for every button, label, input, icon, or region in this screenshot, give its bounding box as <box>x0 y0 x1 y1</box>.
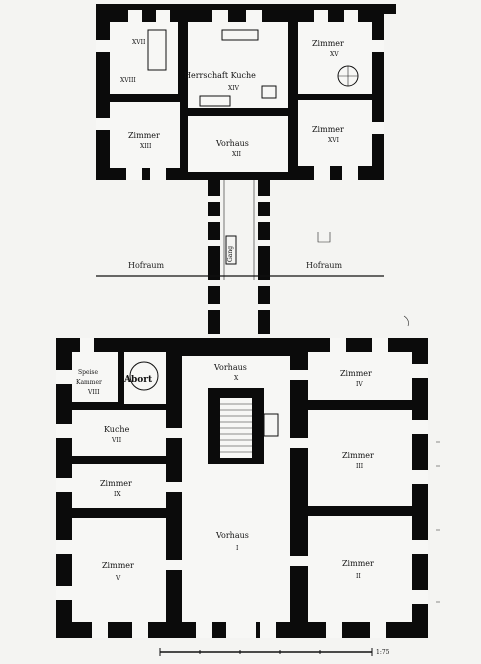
label-room-xvi-number: XVI <box>328 137 340 144</box>
room-kitchen-vii <box>72 410 166 456</box>
label-vorhaus-xii-number: XII <box>232 151 242 158</box>
label-gang: Gang <box>227 246 234 262</box>
label-room-ix: Zimmer <box>100 479 132 488</box>
label-vorhaus-x-number: X <box>234 375 239 382</box>
room-vorhaus-i <box>182 462 290 622</box>
room-iii <box>308 410 412 506</box>
room-iv <box>308 352 412 400</box>
label-abort: Abort <box>123 375 153 385</box>
room-xiii <box>110 102 180 168</box>
room-v <box>72 518 166 622</box>
rear-wing-top-wall <box>96 4 396 14</box>
room-speise <box>72 352 118 402</box>
label-courtyard-left: Hofraum <box>128 261 165 270</box>
courtyard: Hofraum Hofraum <box>96 232 384 277</box>
label-room-iv: Zimmer <box>340 369 372 378</box>
room-xvi <box>298 100 372 166</box>
stair-treads <box>220 403 252 453</box>
courtyard-well <box>317 232 331 243</box>
label-courtyard-right: Hofraum <box>306 261 343 270</box>
room-vorhaus-x <box>182 356 290 392</box>
room-ii <box>308 516 412 622</box>
label-speise-number: VIII <box>87 389 100 396</box>
abort-round <box>129 361 159 391</box>
room-kitchen-rear <box>188 22 288 108</box>
label-room-ix-number: IX <box>114 491 121 498</box>
label-room-ii-number: II <box>356 573 361 580</box>
front-wing: Speise Kammer VIII Abort Vorhaus X Zimme… <box>56 338 428 638</box>
room-ix <box>72 464 166 508</box>
label-xviii: XVIII <box>120 77 136 84</box>
rear-wing-windows <box>96 10 384 180</box>
label-room-v-number: V <box>115 575 121 582</box>
label-kitchen-rear-number: XIV <box>228 85 240 92</box>
label-kitchen-vii-number: VII <box>111 437 122 444</box>
label-room-xvi: Zimmer <box>312 125 344 134</box>
label-vorhaus-x: Vorhaus <box>213 363 247 372</box>
label-kitchen-rear: Herrschaft Kuche <box>184 71 256 80</box>
room-xv <box>298 22 372 94</box>
label-room-iv-number: IV <box>356 381 363 388</box>
label-vorhaus-i-number: I <box>236 545 239 552</box>
scale-label: 1:75 <box>376 649 390 656</box>
label-room-xiii: Zimmer <box>128 131 160 140</box>
kitchen-stove <box>147 29 167 71</box>
label-room-iii: Zimmer <box>342 451 374 460</box>
rear-fireplace <box>221 29 259 41</box>
label-room-xv-number: XV <box>330 51 339 58</box>
label-room-v: Zimmer <box>102 561 134 570</box>
label-vorhaus-i: Vorhaus <box>215 531 249 540</box>
connecting-gallery: Gang <box>208 180 270 334</box>
front-wing-windows <box>56 338 428 638</box>
label-room-iii-number: III <box>356 463 364 470</box>
room-vorhaus-xii <box>188 116 288 172</box>
margin-marks <box>403 315 440 603</box>
label-speise-2: Kammer <box>76 379 102 386</box>
label-vorhaus-xii: Vorhaus <box>215 139 249 148</box>
rear-wing: XVII XVIII Herrschaft Kuche XIV Zimmer X… <box>96 4 396 180</box>
room-abort <box>124 352 166 404</box>
label-kitchen-vii: Kuche <box>104 425 130 434</box>
label-room-ii: Zimmer <box>342 559 374 568</box>
label-room-xv: Zimmer <box>312 39 344 48</box>
label-speise: Speise <box>78 369 99 376</box>
room-xviii <box>110 64 146 94</box>
scale-bar: 1:75 <box>159 648 390 656</box>
label-room-xiii-number: XIII <box>140 143 152 150</box>
label-xvii: XVII <box>132 39 146 46</box>
